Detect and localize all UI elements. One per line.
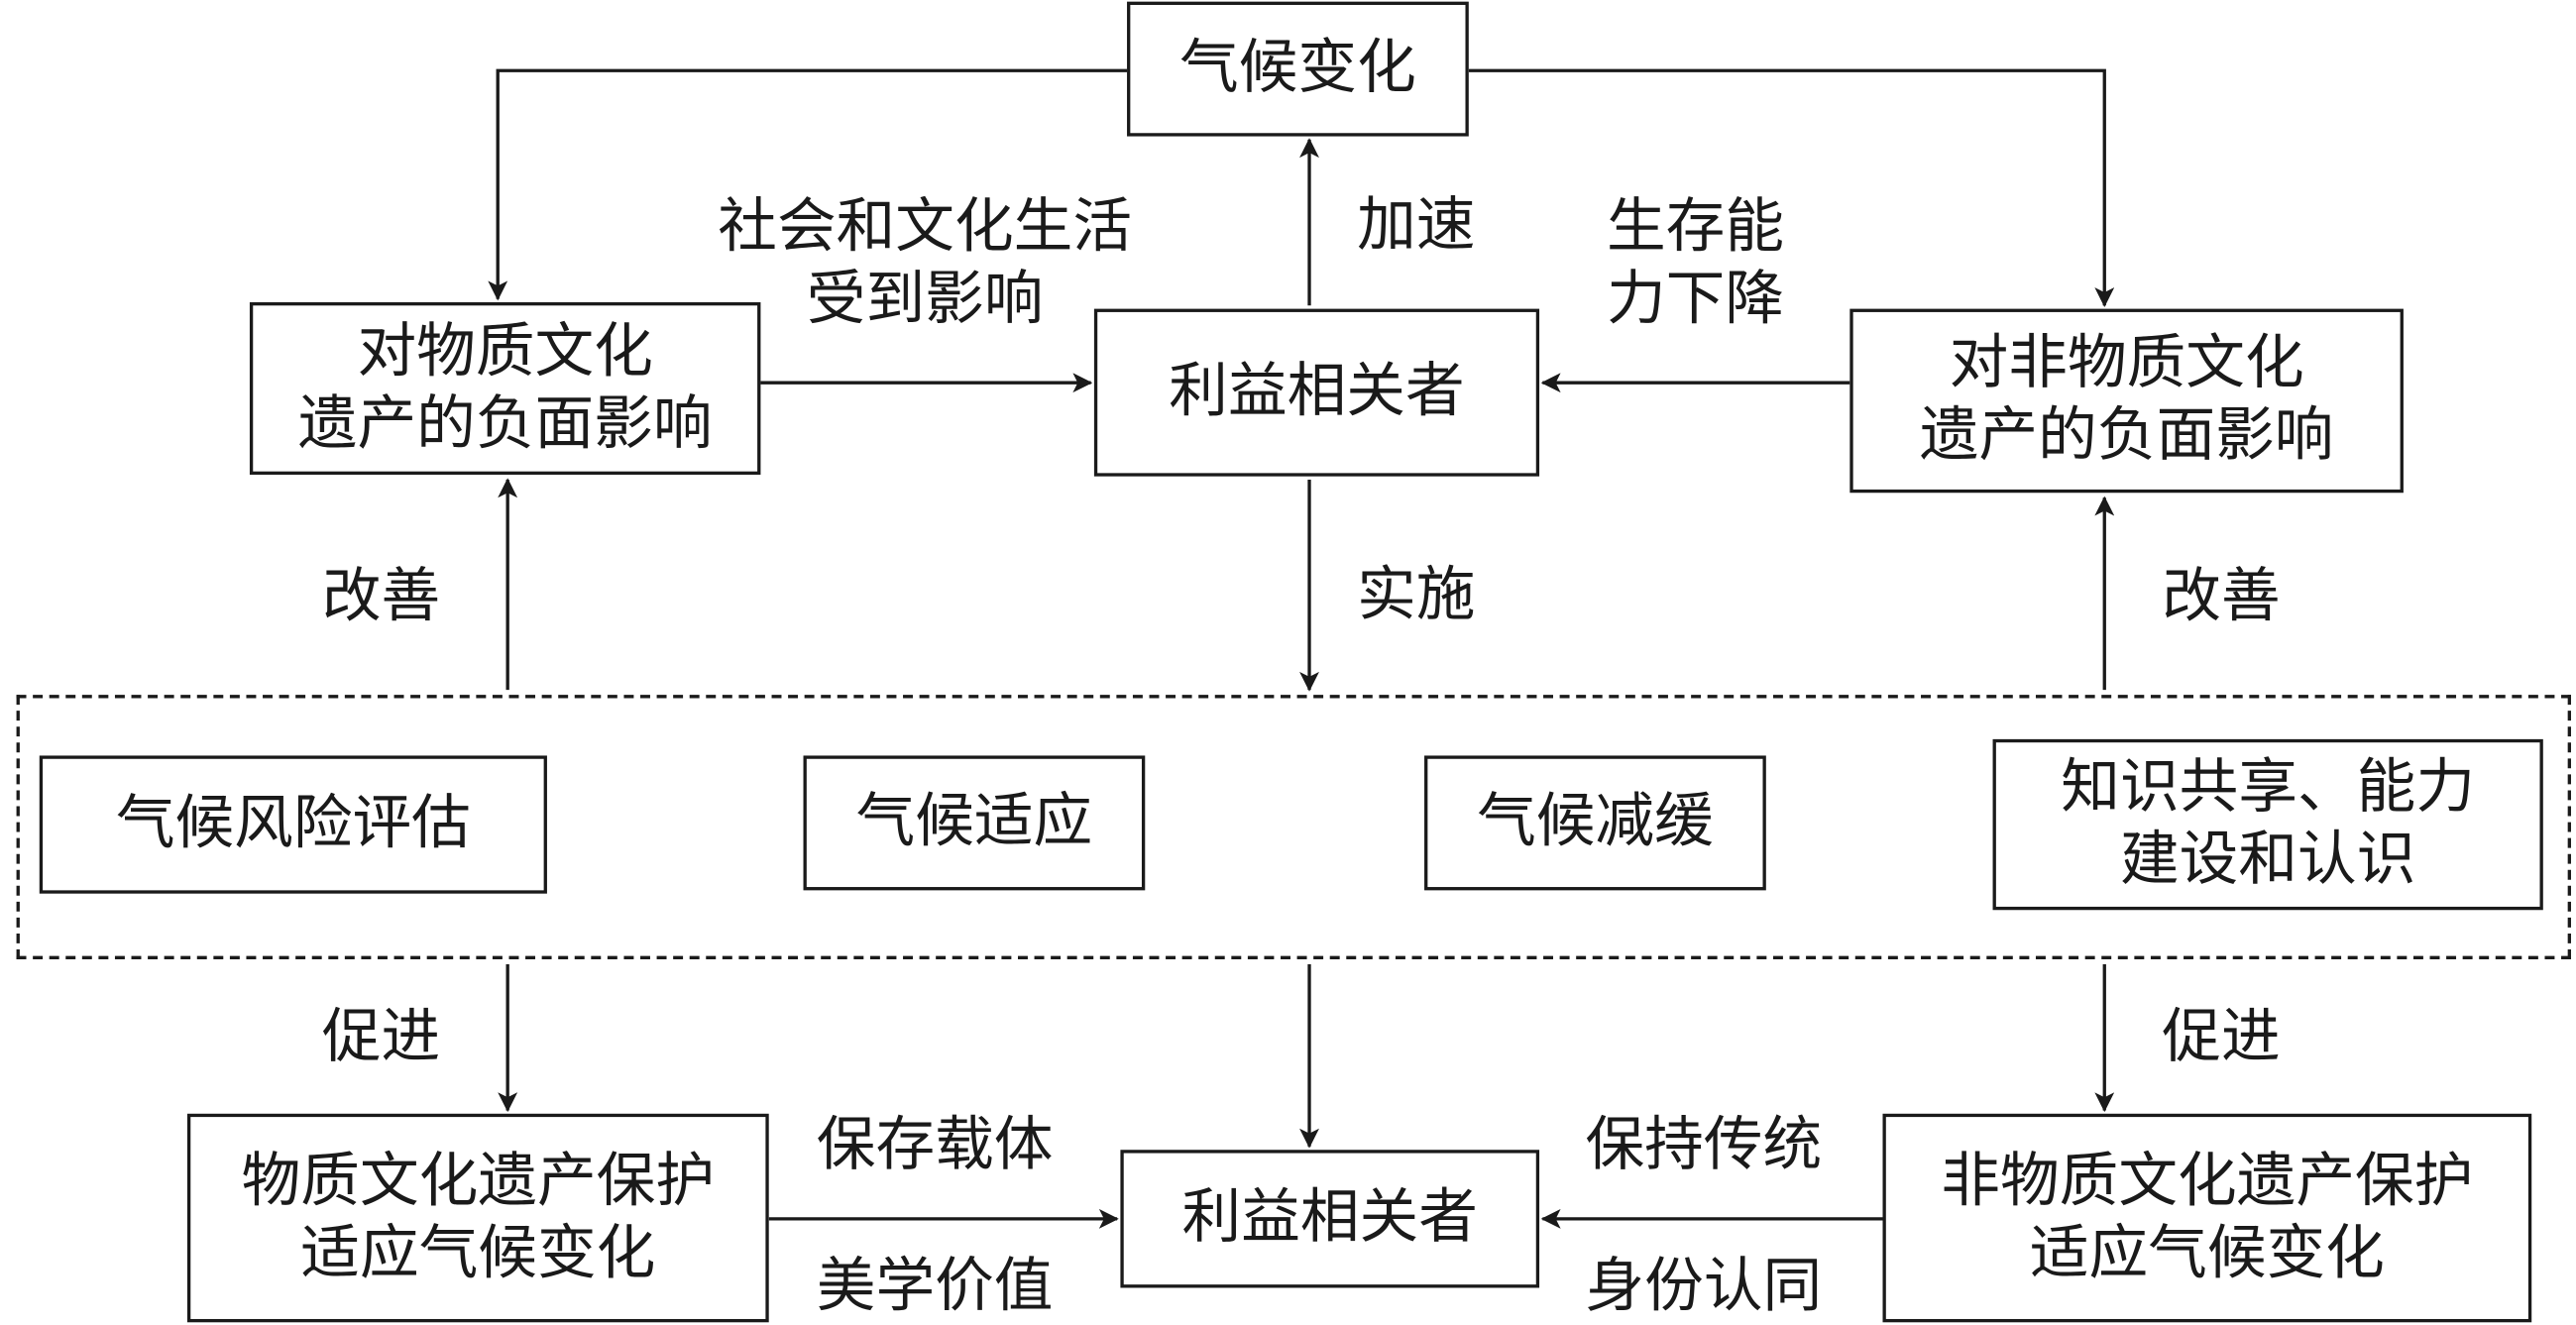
node-tangible-negative-impact: 对物质文化 遗产的负面影响 — [249, 301, 761, 476]
node-knowledge-sharing: 知识共享、能力 建设和认识 — [1992, 738, 2543, 911]
node-stakeholders-top: 利益相关者 — [1093, 308, 1540, 477]
label-aesthetic-value: 美学价值 — [816, 1253, 1054, 1321]
label-maintain-tradition: 保持传统 — [1585, 1112, 1823, 1180]
actions-group — [16, 695, 2571, 959]
label-survival-decline: 生存能 力下降 — [1607, 193, 1785, 334]
node-tangible-protection: 物质文化遗产保护 适应气候变化 — [186, 1113, 769, 1323]
node-climate-risk-assessment: 气候风险评估 — [39, 755, 547, 894]
label-improve-right: 改善 — [2162, 563, 2281, 631]
label-identity: 身份认同 — [1585, 1253, 1823, 1321]
node-climate-adaptation: 气候适应 — [803, 755, 1146, 891]
node-stakeholders-bottom: 利益相关者 — [1120, 1150, 1540, 1288]
label-accelerate: 加速 — [1357, 191, 1476, 260]
node-intangible-protection: 非物质文化遗产保护 适应气候变化 — [1882, 1113, 2532, 1323]
connector-climate-to-tangible-impact — [488, 68, 1128, 301]
label-implement: 实施 — [1357, 561, 1476, 629]
label-promote-right: 促进 — [2162, 1003, 2281, 1071]
label-preservation-carrier: 保存载体 — [816, 1112, 1054, 1180]
node-intangible-negative-impact: 对非物质文化 遗产的负面影响 — [1849, 308, 2404, 494]
label-promote-left: 促进 — [321, 1003, 441, 1071]
node-climate-mitigation: 气候减缓 — [1424, 755, 1766, 891]
connector-climate-to-intangible-impact — [1468, 68, 2115, 307]
label-improve-left: 改善 — [321, 563, 441, 631]
label-social-cultural-life: 社会和文化生活 受到影响 — [718, 193, 1133, 334]
node-climate-change: 气候变化 — [1127, 1, 1469, 137]
